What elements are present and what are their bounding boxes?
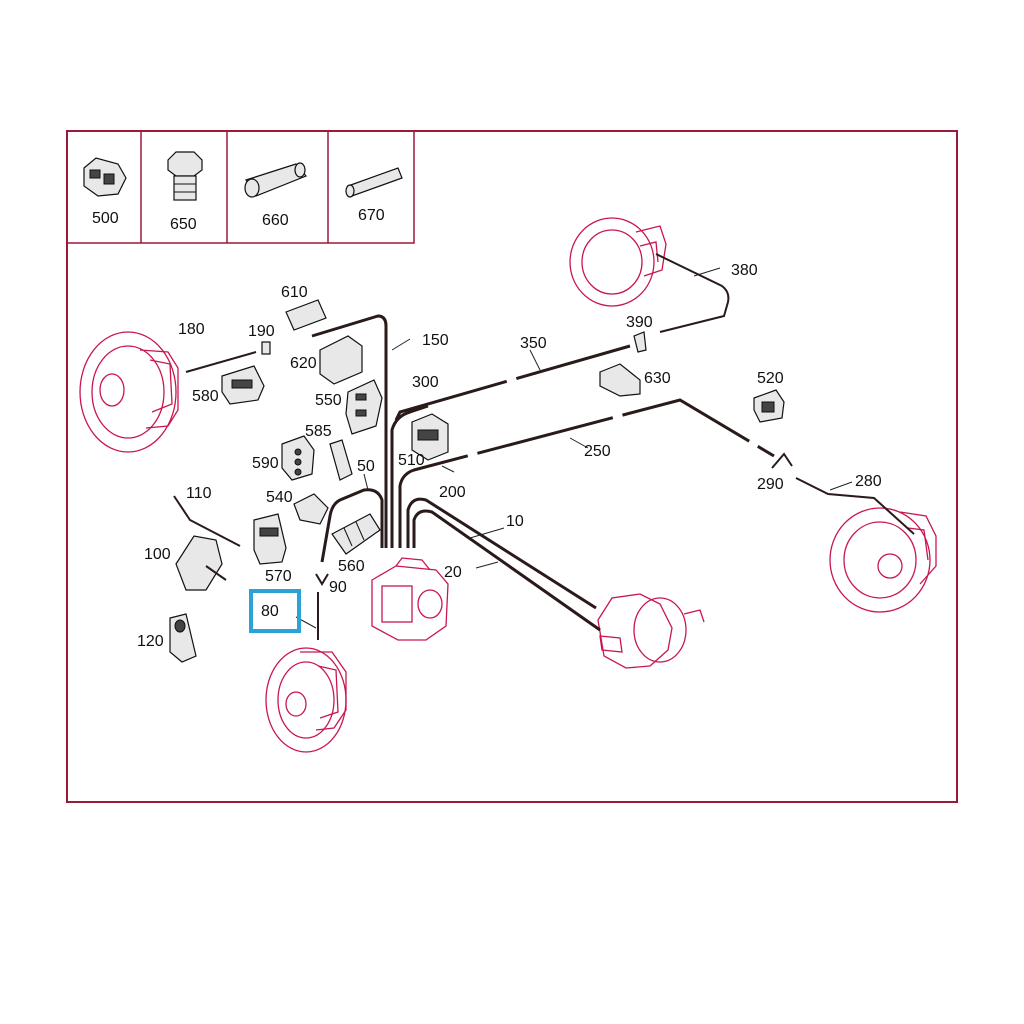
- part-390-clip: [633, 331, 647, 353]
- part-550-clip: [345, 379, 383, 435]
- part-300-valve: [411, 413, 449, 461]
- diagram-frame: [66, 130, 958, 803]
- part-520-connector: [753, 389, 785, 423]
- part-630-bracket: [599, 363, 641, 397]
- part-580-holder: [221, 365, 265, 405]
- label-10: 10: [506, 513, 524, 530]
- label-20: 20: [444, 564, 462, 581]
- label-120: 120: [137, 633, 164, 650]
- brake-line-350: [394, 344, 631, 421]
- pin-icon: [345, 167, 403, 198]
- connector-icon: [83, 157, 127, 197]
- brake-line-380: [655, 253, 730, 333]
- brake-line-20: [412, 509, 601, 632]
- label-280: 280: [855, 473, 882, 490]
- brake-line-180: [185, 351, 257, 373]
- label-560: 560: [338, 558, 365, 575]
- brake-line-10: [406, 497, 597, 610]
- part-570-holder: [253, 513, 287, 565]
- part-120-cover: [169, 613, 197, 663]
- legend-label-660: 660: [262, 212, 289, 229]
- part-560-clip: [331, 513, 381, 555]
- legend-label-500: 500: [92, 210, 119, 227]
- rear-left-brake-disc: [79, 331, 179, 453]
- part-620-block: [319, 335, 363, 385]
- label-510: 510: [398, 452, 425, 469]
- label-100: 100: [144, 546, 171, 563]
- label-590: 590: [252, 455, 279, 472]
- legend-label-670: 670: [358, 207, 385, 224]
- brake-line-150: [311, 314, 388, 548]
- label-150: 150: [422, 332, 449, 349]
- label-630: 630: [644, 370, 671, 387]
- legend-table: 500 650 660 670: [66, 130, 415, 244]
- label-380: 380: [731, 262, 758, 279]
- front-left-brake-disc: [265, 647, 347, 753]
- label-200: 200: [439, 484, 466, 501]
- bolt-icon: [167, 151, 203, 201]
- part-290-clip: [771, 452, 793, 469]
- part-590-block: [281, 435, 315, 481]
- brake-line-250: [398, 398, 775, 548]
- label-190: 190: [248, 323, 275, 340]
- leader-lines: [295, 267, 853, 629]
- label-585: 585: [305, 423, 332, 440]
- label-540: 540: [266, 489, 293, 506]
- label-580: 580: [192, 388, 219, 405]
- part-110-cable: [173, 495, 241, 547]
- part-610-block: [285, 299, 327, 331]
- front-right-brake-disc: [829, 507, 937, 613]
- part-585-clip: [329, 439, 353, 481]
- brake-line-280: [795, 477, 915, 535]
- part-90-clip: [315, 573, 329, 586]
- label-350: 350: [520, 335, 547, 352]
- label-50: 50: [357, 458, 375, 475]
- legend-label-650: 650: [170, 216, 197, 233]
- label-550: 550: [315, 392, 342, 409]
- part-190-clip: [261, 341, 271, 355]
- label-300: 300: [412, 374, 439, 391]
- part-540-clip: [293, 493, 329, 525]
- brake-master-cylinder: [597, 593, 705, 669]
- label-520: 520: [757, 370, 784, 387]
- label-620: 620: [290, 355, 317, 372]
- label-110: 110: [186, 485, 212, 502]
- label-80: 80: [261, 603, 279, 620]
- highlight-box-80[interactable]: [249, 589, 301, 633]
- label-90: 90: [329, 579, 347, 596]
- label-570: 570: [265, 568, 292, 585]
- label-610: 610: [281, 284, 308, 301]
- part-100-sensor: [175, 535, 227, 591]
- rear-right-brake-disc: [569, 217, 667, 307]
- brake-line-200: [390, 404, 429, 548]
- label-390: 390: [626, 314, 653, 331]
- label-250: 250: [584, 443, 611, 460]
- label-290: 290: [757, 476, 784, 493]
- label-180: 180: [178, 321, 205, 338]
- abs-hydraulic-unit: [371, 557, 449, 641]
- brake-line-50: [320, 488, 384, 563]
- nut-sleeve-icon: [244, 162, 307, 198]
